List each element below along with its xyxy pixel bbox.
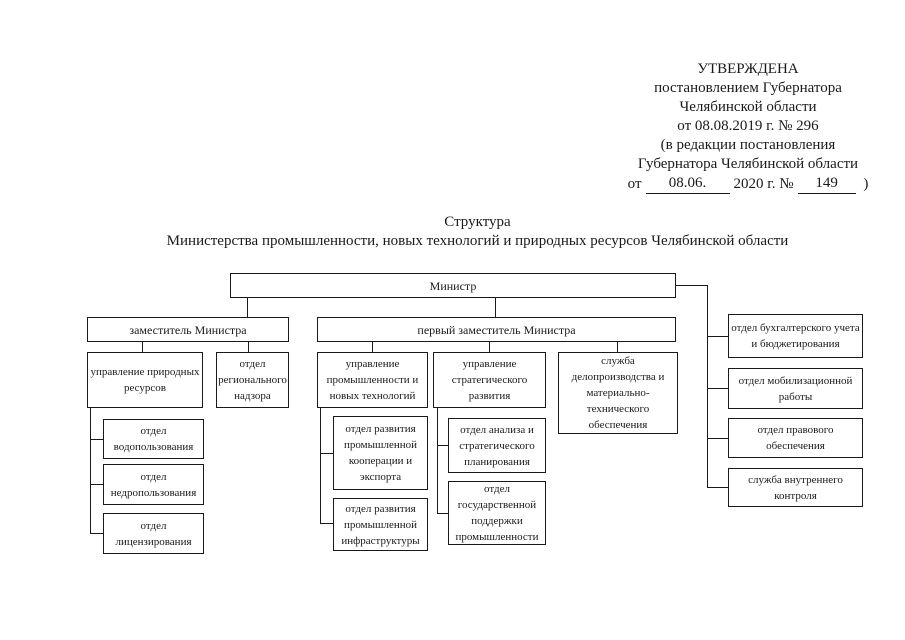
connector-to-analysis-planning — [437, 445, 448, 446]
connector-deputy-to-regional-oversight — [248, 342, 249, 352]
chart-title-line1: Структура — [444, 214, 511, 230]
org-box-office-support: служба делопроизводства и материально-те… — [558, 352, 678, 434]
approval-amendment-date: 08.06. — [645, 174, 730, 194]
connector-natural-resources-rail — [90, 407, 91, 534]
org-box-deputy-minister: заместитель Министра — [87, 317, 289, 342]
approval-amendment-suffix: ) — [863, 176, 869, 192]
connector-rail-to-mobilization — [707, 388, 728, 389]
connector-to-state-support — [437, 513, 448, 514]
approval-line: Губернатора Челябинской области — [637, 156, 859, 172]
connector-first-deputy-to-industry — [372, 342, 373, 352]
org-box-natural-resources: управление природных ресурсов — [87, 352, 203, 408]
approval-amendment-prefix: от — [627, 176, 642, 192]
org-box-licensing: отдел лицензирования — [103, 513, 204, 554]
chart-title: Структура Министерства промышленности, н… — [50, 213, 905, 251]
connector-first-deputy-to-office-support — [617, 342, 618, 352]
org-box-water-use: отдел водопользования — [103, 419, 204, 459]
connector-minister-to-deputy — [247, 298, 248, 318]
org-box-accounting: отдел бухгалтерского учета и бюджетирова… — [728, 314, 863, 358]
connector-rail-to-legal — [707, 438, 728, 439]
connector-to-licensing — [90, 533, 103, 534]
connector-minister-to-first-deputy — [495, 298, 496, 318]
connector-deputy-to-natural-resources — [142, 342, 143, 352]
org-box-analysis-planning: отдел анализа и стратегического планиров… — [448, 418, 546, 473]
org-box-regional-oversight: отдел регионального надзора — [216, 352, 289, 408]
chart-title-line2: Министерства промышленности, новых техно… — [166, 233, 789, 249]
approval-line: Челябинской области — [679, 99, 817, 115]
org-box-state-support: отдел государственной поддержки промышле… — [448, 481, 546, 545]
org-box-internal-control: служба внутреннего контроля — [728, 468, 863, 507]
connector-rail-to-internal-control — [707, 487, 728, 488]
approval-line: от 08.08.2019 г. № 296 — [677, 118, 819, 134]
connector-rail-to-accounting — [707, 336, 728, 337]
connector-to-industrial-infrastructure — [320, 523, 333, 524]
connector-first-deputy-to-strategic — [489, 342, 490, 352]
connector-strategic-rail — [437, 407, 438, 514]
approval-amendment-number: 149 — [797, 174, 856, 194]
approval-line: УТВЕРЖДЕНА — [697, 61, 799, 77]
approval-line: постановлением Губернатора — [654, 80, 842, 96]
connector-minister-to-right-rail — [676, 285, 707, 286]
org-box-industrial-cooperation: отдел развития промышленной кооперации и… — [333, 416, 428, 490]
org-box-minister: Министр — [230, 273, 676, 298]
org-box-strategic-dev: управление стратегического развития — [433, 352, 546, 408]
org-box-industrial-infrastructure: отдел развития промышленной инфраструкту… — [333, 498, 428, 551]
connector-to-industrial-cooperation — [320, 453, 333, 454]
org-box-subsoil-use: отдел недропользования — [103, 464, 204, 505]
connector-to-water-use — [90, 439, 103, 440]
approval-block: УТВЕРЖДЕНА постановлением Губернатора Че… — [600, 60, 896, 194]
org-box-industry-new-tech: управление промышленности и новых технол… — [317, 352, 428, 408]
org-box-first-deputy-minister: первый заместитель Министра — [317, 317, 676, 342]
approval-amendment-middle: 2020 г. № — [733, 176, 794, 192]
org-box-legal: отдел правового обеспечения — [728, 418, 863, 458]
approval-line: (в редакции постановления — [660, 137, 836, 153]
org-box-mobilization: отдел мобилизационной работы — [728, 368, 863, 409]
connector-industry-rail — [320, 407, 321, 524]
connector-to-subsoil-use — [90, 484, 103, 485]
connector-right-rail — [707, 285, 708, 488]
